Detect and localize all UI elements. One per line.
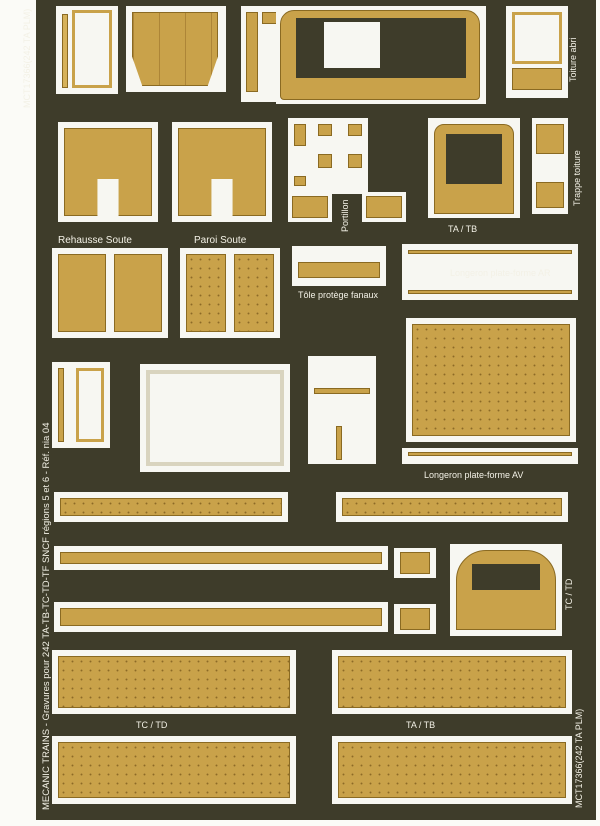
brass-part bbox=[246, 12, 258, 92]
label-tc-td-plate: TC / TD bbox=[136, 720, 168, 730]
bracket-part bbox=[336, 426, 342, 460]
label-portillon: Portillon bbox=[340, 199, 350, 232]
longeron-beam bbox=[342, 498, 562, 516]
rehausse-panel bbox=[114, 254, 162, 332]
sheet-ref-top: MCT17366(242 TA PLM) bbox=[22, 8, 32, 108]
brass-part bbox=[62, 14, 68, 88]
paroi-panel bbox=[234, 254, 274, 332]
small-part bbox=[348, 154, 362, 168]
small-part bbox=[294, 176, 306, 186]
label-ta-tb-plate: TA / TB bbox=[406, 720, 436, 730]
trappe-part bbox=[536, 124, 564, 154]
sheet-ref-bottom: MCT17366(242 TA PLM) bbox=[574, 708, 584, 808]
roof-part bbox=[512, 12, 562, 64]
ta-tb-footplate bbox=[338, 656, 566, 708]
tc-td-footplate bbox=[58, 742, 290, 798]
plaque-grid bbox=[412, 324, 570, 436]
tc-td-cab-inner bbox=[472, 564, 540, 590]
ta-tb-footplate bbox=[338, 742, 566, 798]
sheet-title: MECANIC TRAINS - Gravures pour 242 TA-TB… bbox=[41, 422, 52, 811]
portillon-part bbox=[292, 196, 328, 218]
ta-tb-cab-inner bbox=[446, 134, 502, 184]
label-longeron-av: Longeron plate-forme AV bbox=[424, 470, 524, 480]
chassis-frame-part bbox=[146, 370, 284, 466]
label-tole-protege-fanaux: Tôle protège fanaux bbox=[298, 290, 379, 300]
rehausse-panel bbox=[58, 254, 106, 332]
tc-td-cab-part bbox=[456, 550, 556, 630]
longeron-ar-part bbox=[408, 290, 572, 294]
small-part bbox=[348, 124, 362, 136]
longeron-beam bbox=[60, 608, 382, 626]
tole-fanaux-part bbox=[298, 262, 380, 278]
cab-window bbox=[324, 22, 380, 68]
roof-part bbox=[512, 68, 562, 90]
small-part bbox=[318, 154, 332, 168]
trappe-part bbox=[536, 182, 564, 208]
small-part bbox=[318, 124, 332, 136]
label-tc-td-cab: TC / TD bbox=[564, 578, 574, 610]
portillon-part bbox=[366, 196, 402, 218]
longeron-beam bbox=[60, 552, 382, 564]
longeron-av-part bbox=[408, 452, 572, 456]
label-longeron-ar: Longeron plate-forme AR bbox=[450, 268, 551, 278]
longeron-beam bbox=[60, 498, 282, 516]
small-crate-part bbox=[400, 608, 430, 630]
label-ta-tb-cab: TA / TB bbox=[448, 224, 478, 234]
label-rehausse-soute: Rehausse Soute bbox=[58, 235, 132, 246]
brass-part bbox=[132, 12, 218, 86]
paroi-panel bbox=[186, 254, 226, 332]
small-frame-part bbox=[58, 368, 64, 442]
fret-window bbox=[402, 448, 578, 464]
brass-part bbox=[72, 10, 112, 88]
label-trappe-toiture: Trappe toiture bbox=[572, 150, 582, 206]
tc-td-footplate bbox=[58, 656, 290, 708]
label-toiture-abri: Toiture abri bbox=[568, 37, 578, 82]
small-part bbox=[294, 124, 306, 146]
cab-front-inner bbox=[296, 18, 466, 78]
label-paroi-soute: Paroi Soute bbox=[194, 235, 247, 246]
etched-fret: Toiture abri Rehausse Soute Paroi Soute … bbox=[22, 0, 596, 820]
fret-window bbox=[140, 364, 290, 472]
small-frame-part bbox=[76, 368, 104, 442]
longeron-ar-part bbox=[408, 250, 572, 254]
bracket-part bbox=[314, 388, 370, 394]
small-crate-part bbox=[400, 552, 430, 574]
fret-window bbox=[308, 356, 376, 464]
